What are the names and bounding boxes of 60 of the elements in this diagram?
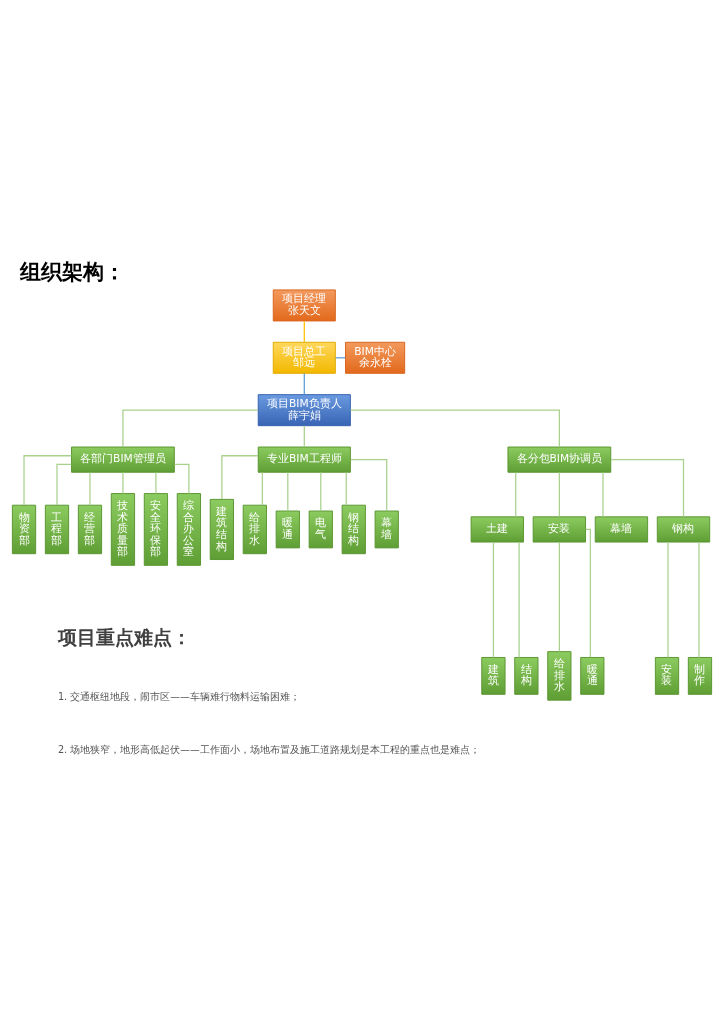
node-box: 土建 xyxy=(470,516,524,543)
connector xyxy=(667,541,669,659)
node-box: 项目BIM负责人 薛宇娟 xyxy=(257,394,351,427)
connector xyxy=(303,372,305,396)
connector xyxy=(320,471,322,512)
connector xyxy=(558,471,560,518)
node-box: 建筑 xyxy=(481,657,506,695)
connector xyxy=(610,459,685,518)
connector xyxy=(287,471,289,512)
connector xyxy=(350,459,388,512)
diagram-title: 组织架构： xyxy=(20,258,126,284)
node-box: 项目经理 张天文 xyxy=(272,289,336,322)
node-box: 给排水 xyxy=(242,504,267,555)
connector xyxy=(515,471,517,518)
connector xyxy=(261,471,263,506)
node-box: 物资部 xyxy=(11,504,37,555)
node-box: 安装 xyxy=(532,516,587,543)
node-box: 专业BIM工程师 xyxy=(257,446,351,473)
node-box: 暖通 xyxy=(580,657,605,695)
node-box: 安全环保部 xyxy=(143,493,169,566)
connector xyxy=(698,541,700,659)
connector xyxy=(303,425,305,448)
connector xyxy=(602,471,604,518)
connector xyxy=(221,455,259,500)
connector xyxy=(518,541,520,659)
connector xyxy=(23,455,73,506)
connector xyxy=(303,320,305,343)
connector xyxy=(492,541,495,659)
connector xyxy=(345,471,347,506)
node-box: 建筑结构 xyxy=(209,498,234,560)
node-box: 幕墙 xyxy=(374,510,399,549)
connector xyxy=(89,471,91,506)
node-box: 经营部 xyxy=(77,504,103,555)
node-box: 钢构 xyxy=(656,516,711,543)
connector xyxy=(173,463,190,495)
node-box: 安装 xyxy=(654,657,680,695)
node-box: 工程部 xyxy=(44,504,70,555)
connector xyxy=(585,528,591,658)
node-box: BIM中心 余永栓 xyxy=(345,341,406,374)
node-box: 技术质量部 xyxy=(110,493,136,566)
node-box: 钢结构 xyxy=(341,504,366,555)
connector xyxy=(122,471,124,495)
node-box: 各分包BIM协调员 xyxy=(507,446,612,473)
node-box: 各部门BIM管理员 xyxy=(71,446,175,473)
node-box: 幕墙 xyxy=(594,516,649,543)
connector xyxy=(349,409,560,448)
label: 1. 交通枢纽地段，闹市区——车辆难行物料运输困难； xyxy=(57,691,300,703)
node-box: 暖通 xyxy=(275,510,300,549)
connector xyxy=(155,471,157,495)
node-box: 项目总工 邹远 xyxy=(272,341,336,374)
connector xyxy=(558,541,560,653)
node-box: 制作 xyxy=(687,657,713,695)
label: 项目重点难点： xyxy=(57,625,191,649)
node-box: 电气 xyxy=(308,510,333,549)
label: 2. 场地狭窄，地形高低起伏——工作面小，场地布置及施工道路规划是本工程的重点也是难点； xyxy=(57,743,480,755)
node-box: 结构 xyxy=(514,657,539,695)
node-box: 给排水 xyxy=(547,651,572,701)
node-box: 综合办公室 xyxy=(176,493,201,566)
connector xyxy=(56,463,72,506)
connector xyxy=(122,409,259,448)
